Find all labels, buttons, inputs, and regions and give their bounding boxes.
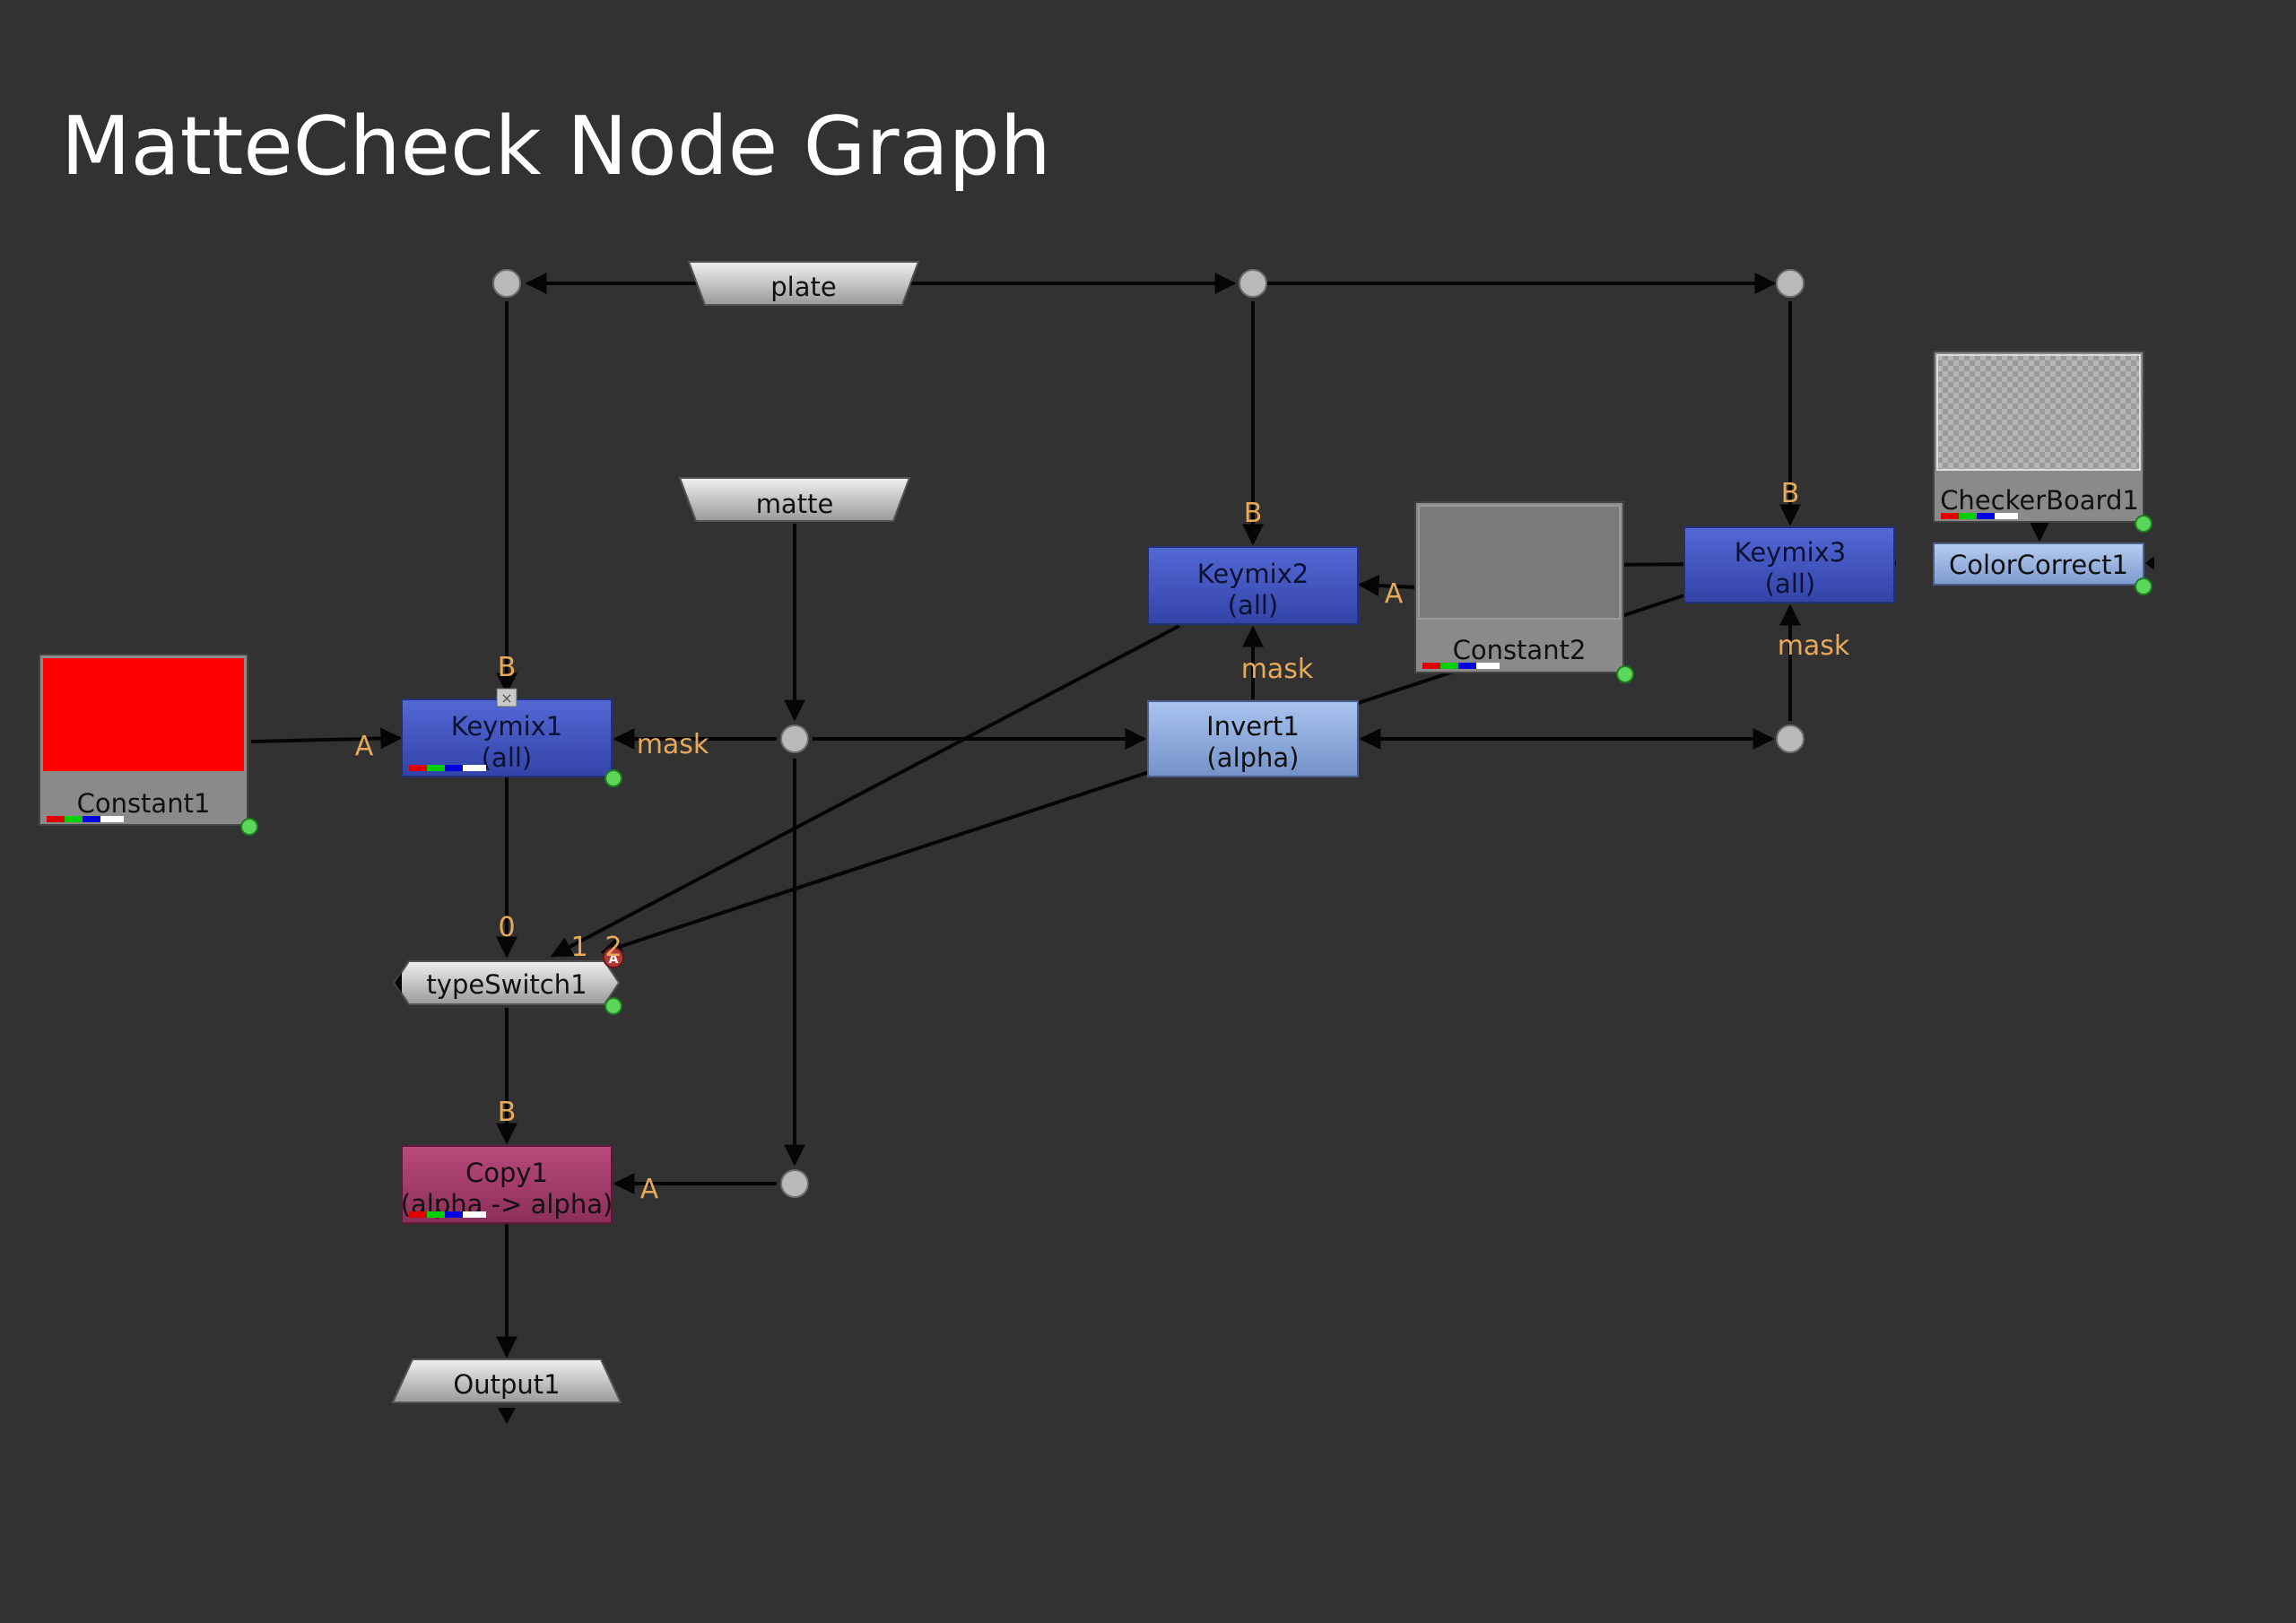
node-checkerboard1[interactable]: CheckerBoard1: [1933, 351, 2152, 533]
node-keymix1-label: Keymix1: [451, 711, 563, 742]
node-invert1[interactable]: Invert1 (alpha): [1147, 700, 1359, 777]
node-keymix3[interactable]: Keymix3 (all): [1683, 526, 1895, 603]
node-keymix1-sublabel: (all): [482, 742, 533, 773]
node-keymix1[interactable]: × Keymix1 (all): [401, 688, 622, 787]
node-plate-label: plate: [770, 272, 836, 302]
node-matte-label: matte: [756, 489, 834, 519]
port-label-keymix1-a: A: [355, 731, 374, 762]
port-label-keymix2-b: B: [1244, 498, 1263, 529]
node-copy1-label: Copy1: [465, 1158, 548, 1188]
error-indicator-icon: [603, 947, 624, 968]
node-matte[interactable]: matte: [678, 477, 911, 522]
page-title: MatteCheck Node Graph: [61, 100, 1051, 194]
node-invert1-sublabel: (alpha): [1206, 742, 1299, 773]
port-label-typeswitch-2: 2: [604, 932, 622, 963]
node-constant1[interactable]: Constant1: [39, 654, 258, 836]
node-constant2[interactable]: Constant2: [1414, 501, 1634, 683]
port-label-typeswitch-1: 1: [570, 932, 587, 963]
constant2-thumbnail: [1418, 505, 1621, 620]
node-keymix2-sublabel: (all): [1228, 590, 1279, 621]
edge-keymix2-typeswitch: [550, 624, 1180, 958]
viewer-indicator-icon: [240, 818, 258, 836]
checkerboard-thumbnail: [1936, 354, 2141, 471]
node-constant2-label: Constant2: [1453, 635, 1587, 665]
viewer-indicator-icon: [2135, 515, 2152, 533]
node-keymix3-sublabel: (all): [1765, 568, 1816, 599]
viewer-indicator-icon: [1616, 665, 1634, 683]
node-colorcorrect1-label: ColorCorrect1: [1949, 550, 2128, 580]
dot-node[interactable]: [492, 269, 521, 298]
viewer-indicator-icon: [2135, 577, 2152, 595]
port-labels: B A mask B A mask B mask 0 1 2 B A: [355, 478, 1850, 1205]
node-plate[interactable]: plate: [687, 261, 920, 306]
node-typeswitch1[interactable]: typeSwitch1 A: [393, 947, 624, 1015]
dot-node[interactable]: [780, 725, 809, 753]
node-colorcorrect1[interactable]: ColorCorrect1: [1933, 542, 2154, 595]
dot-node[interactable]: [1776, 725, 1805, 753]
port-label-copy1-a: A: [640, 1174, 659, 1205]
port-label-copy1-b: B: [498, 1097, 517, 1128]
node-keymix3-label: Keymix3: [1735, 537, 1847, 568]
dot-node[interactable]: [1239, 269, 1267, 298]
node-constant1-label: Constant1: [77, 788, 211, 819]
constant1-thumbnail: [43, 658, 244, 771]
node-invert1-label: Invert1: [1206, 711, 1300, 742]
port-label-keymix2-mask: mask: [1241, 654, 1314, 685]
error-glyph: A: [609, 952, 619, 967]
viewer-indicator-icon: [604, 997, 622, 1015]
edge-constant2-keymix2: [1357, 575, 1416, 597]
node-output1[interactable]: Output1: [391, 1358, 622, 1424]
node-keymix2[interactable]: Keymix2 (all): [1147, 546, 1359, 625]
viewer-indicator-icon: [604, 769, 622, 787]
node-typeswitch1-label: typeSwitch1: [426, 969, 587, 1000]
dot-node[interactable]: [1776, 269, 1805, 298]
port-label-keymix1-mask: mask: [637, 729, 709, 760]
node-checkerboard1-label: CheckerBoard1: [1940, 485, 2139, 516]
port-label-typeswitch-0: 0: [498, 912, 515, 943]
node-output1-label: Output1: [453, 1369, 560, 1400]
port-label-keymix2-a: A: [1385, 578, 1404, 610]
disable-x-glyph: ×: [500, 690, 512, 707]
node-keymix2-label: Keymix2: [1197, 559, 1309, 589]
disable-x-icon[interactable]: [496, 688, 517, 707]
port-label-keymix1-b: B: [498, 652, 517, 683]
port-label-keymix3-b: B: [1781, 478, 1800, 509]
dot-node[interactable]: [780, 1169, 809, 1198]
edge-constant1-keymix1: [250, 727, 403, 750]
port-label-keymix3-mask: mask: [1778, 630, 1850, 662]
node-copy1[interactable]: Copy1 (alpha -> alpha): [401, 1145, 613, 1224]
dots: [492, 269, 1805, 1198]
